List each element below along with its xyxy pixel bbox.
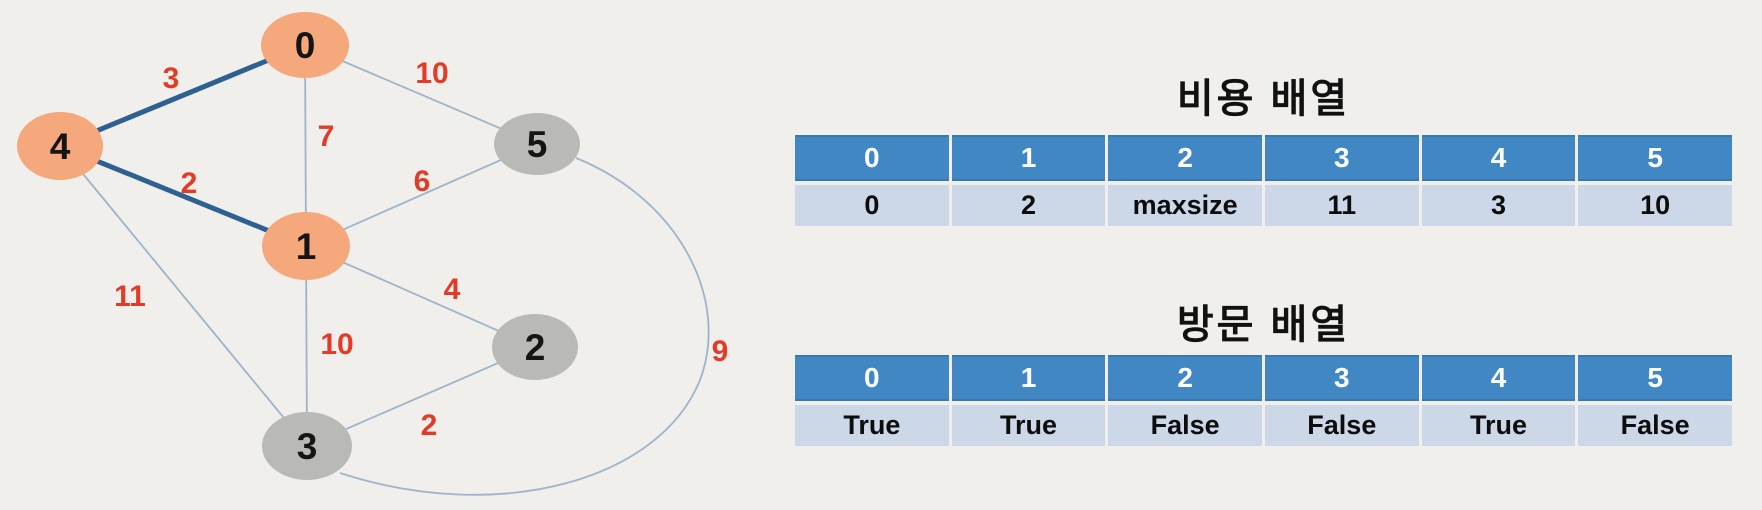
edge-weight-0-5: 10	[415, 57, 448, 90]
edge-weight-1-5: 6	[414, 165, 431, 198]
visited-header-cell: 4	[1421, 355, 1576, 401]
cost-array-title: 비용 배열	[1176, 77, 1351, 121]
node-0	[261, 12, 349, 78]
node-3-label: 3	[297, 426, 318, 467]
visited-value-cell: False	[1265, 405, 1419, 446]
node-2-label: 2	[525, 327, 546, 368]
visited-array-table: 0 1 2 3 4 5 True True False False True F…	[795, 355, 1732, 446]
visited-value-cell: False	[1578, 405, 1732, 446]
edge-3-5-curve	[339, 157, 710, 496]
node-4	[17, 112, 103, 180]
edge-weight-1-3: 10	[320, 328, 353, 361]
node-5	[494, 113, 580, 175]
cost-header-cell: 5	[1578, 135, 1732, 181]
visited-value-cell: False	[1108, 405, 1262, 446]
node-0-label: 0	[295, 25, 316, 66]
edge-0-4-highlighted	[59, 42, 306, 149]
visited-header-cell: 2	[1108, 355, 1262, 401]
node-4-label: 4	[50, 126, 71, 167]
cost-header-cell: 1	[951, 135, 1106, 181]
edge-weight-3-5: 9	[712, 335, 729, 368]
cost-value-cell: 11	[1265, 185, 1419, 226]
visited-array-title: 방문 배열	[1176, 303, 1351, 347]
cost-value-cell: 10	[1578, 185, 1732, 226]
visited-header-cell: 1	[951, 355, 1106, 401]
edge-weight-0-1: 7	[318, 120, 335, 153]
cost-header-cell: 0	[795, 135, 949, 181]
edge-weight-4-3: 11	[114, 280, 146, 313]
edge-weight-4-1: 2	[181, 167, 198, 200]
visited-header-cell: 5	[1578, 355, 1732, 401]
cost-header-cell: 3	[1265, 135, 1419, 181]
visited-header-cell: 0	[795, 355, 949, 401]
visited-header-cell: 3	[1265, 355, 1419, 401]
cost-value-cell: 0	[795, 185, 949, 226]
cost-header-cell: 4	[1421, 135, 1576, 181]
edge-weight-2-3: 2	[421, 409, 438, 442]
edge-weight-1-2: 4	[444, 273, 461, 306]
cost-value-cell: maxsize	[1108, 185, 1262, 226]
edge-4-1-highlighted	[59, 143, 307, 249]
edge-0-5	[304, 44, 538, 145]
node-3	[262, 412, 352, 480]
node-1-label: 1	[296, 226, 317, 267]
weighted-graph: 0 4 5 1 2 3 3 7 10 2 6 4 10 11 2 9	[17, 12, 729, 496]
cost-value-cell: 2	[951, 185, 1106, 226]
cost-array-table: 0 1 2 3 4 5 0 2 maxsize 11 3 10	[795, 135, 1732, 226]
cost-header-cell: 2	[1108, 135, 1262, 181]
edge-4-3	[59, 145, 308, 447]
node-2	[492, 314, 578, 380]
node-5-label: 5	[527, 124, 548, 165]
visited-value-cell: True	[1421, 405, 1576, 446]
edge-weight-0-4: 3	[163, 62, 180, 95]
visited-value-cell: True	[951, 405, 1106, 446]
edge-1-5	[305, 143, 538, 247]
cost-value-cell: 3	[1421, 185, 1576, 226]
node-1	[262, 212, 350, 280]
visited-value-cell: True	[795, 405, 949, 446]
